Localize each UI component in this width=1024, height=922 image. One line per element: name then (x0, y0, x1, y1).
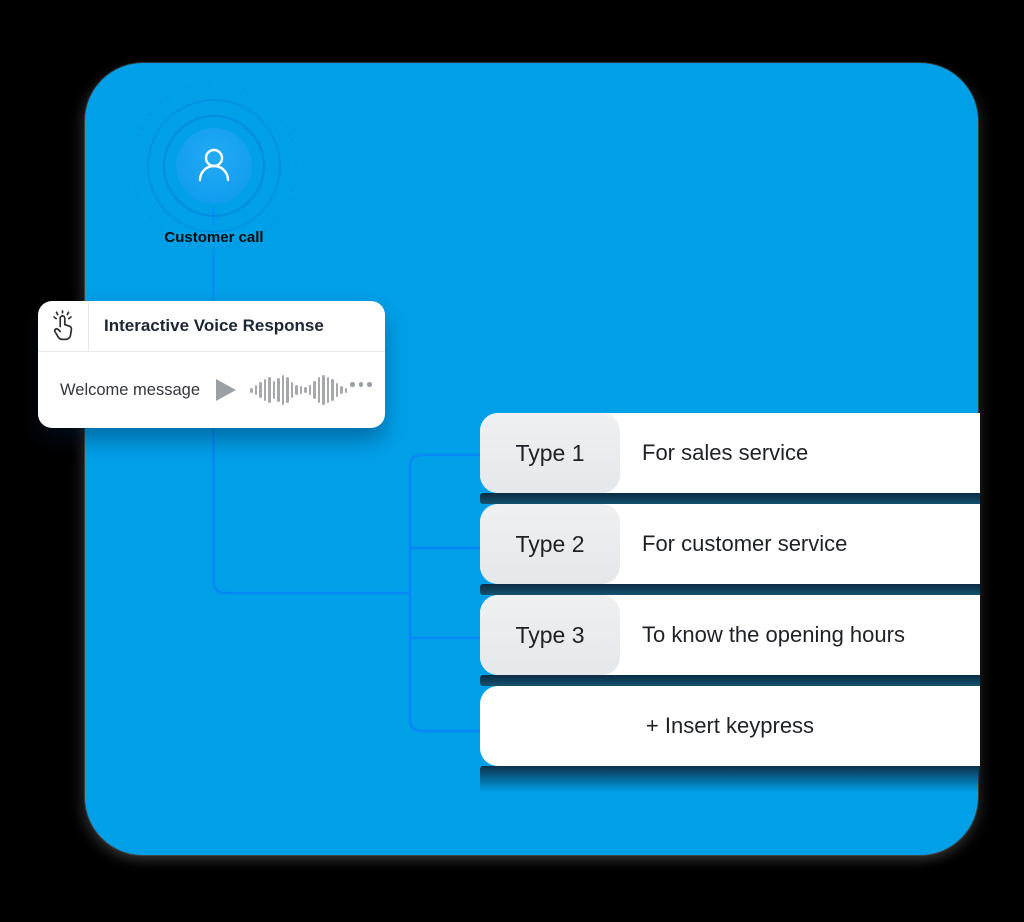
waveform-bar (259, 382, 262, 398)
ellipsis-icon[interactable] (350, 382, 372, 387)
waveform-bar (313, 381, 316, 399)
ivr-card-body: Welcome message (38, 352, 385, 428)
card-shadow-strip (480, 493, 980, 504)
waveform-bar (331, 379, 334, 401)
waveform-bar (322, 375, 325, 405)
keypress-row[interactable]: Type 3 To know the opening hours (480, 595, 980, 675)
keypress-label: For sales service (642, 440, 809, 465)
card-shadow-strip (480, 766, 980, 792)
keypress-badge: Type 2 (480, 504, 620, 584)
keypress-label: To know the opening hours (642, 622, 905, 647)
ripple-ring-middle (147, 99, 281, 233)
keypress-label: For customer service (642, 531, 848, 556)
waveform-bar (281, 375, 284, 405)
waveform-bar (317, 377, 320, 403)
waveform-bar (277, 378, 280, 402)
ivr-card-title: Interactive Voice Response (104, 316, 324, 335)
card-shadow-strip (480, 675, 980, 686)
waveform-bar (299, 386, 302, 394)
insert-keypress-button[interactable]: + Insert keypress (480, 686, 980, 766)
play-icon[interactable] (216, 379, 236, 401)
waveform-bar (250, 387, 253, 393)
waveform-bar (290, 382, 293, 398)
waveform-bar (286, 377, 289, 403)
insert-keypress-label: + Insert keypress (645, 713, 815, 738)
waveform-bar (268, 377, 271, 403)
card-shadow-strip (480, 584, 980, 595)
waveform-bar (335, 383, 338, 397)
audio-waveform (250, 373, 347, 407)
keypress-badge: Type 1 (480, 413, 620, 493)
waveform-bar (326, 377, 329, 403)
ivr-icon-cell (38, 301, 89, 351)
waveform-bar (272, 381, 275, 399)
person-icon (198, 148, 230, 182)
ripple-ring-outer (131, 83, 297, 249)
waveform-bar (263, 379, 266, 401)
keypress-row[interactable]: Type 1 For sales service (480, 413, 980, 493)
waveform-bar (344, 387, 347, 393)
customer-call-label: Customer call (164, 229, 264, 246)
waveform-bar (340, 386, 343, 394)
welcome-message-label: Welcome message (60, 380, 201, 399)
waveform-bar (254, 385, 257, 395)
waveform-bar (308, 385, 311, 395)
keypress-badge: Type 3 (480, 595, 620, 675)
ivr-card-header: Interactive Voice Response (38, 301, 385, 352)
keypress-row[interactable]: Type 2 For customer service (480, 504, 980, 584)
waveform-bar (304, 387, 307, 393)
waveform-bar (295, 385, 298, 395)
ivr-card: Interactive Voice Response Welcome messa… (38, 301, 385, 428)
tap-hand-icon (53, 310, 73, 341)
